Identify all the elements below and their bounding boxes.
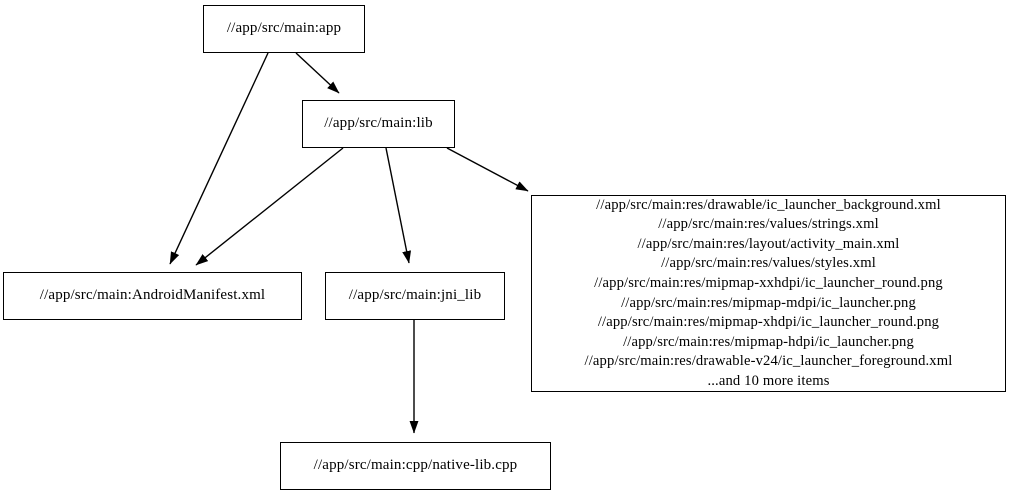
- node-jni-lib[interactable]: //app/src/main:jni_lib: [325, 272, 505, 320]
- node-resources-label: //app/src/main:res/drawable/ic_launcher_…: [584, 196, 953, 389]
- node-androidmanifest[interactable]: //app/src/main:AndroidManifest.xml: [3, 272, 302, 320]
- node-jni-lib-label: //app/src/main:jni_lib: [348, 287, 482, 304]
- node-androidmanifest-label: //app/src/main:AndroidManifest.xml: [39, 287, 266, 304]
- edge-lib-to-resources: [446, 147, 529, 192]
- node-app-label: //app/src/main:app: [226, 20, 342, 37]
- node-lib-label: //app/src/main:lib: [324, 115, 433, 132]
- edge-app-to-androidmanifest: [169, 52, 269, 265]
- edge-app-to-lib: [295, 52, 340, 94]
- node-native-lib-cpp-label: //app/src/main:cpp/native-lib.cpp: [313, 457, 518, 474]
- edge-lib-to-androidmanifest: [195, 147, 344, 266]
- edge-lib-to-jni-lib: [385, 147, 412, 264]
- node-native-lib-cpp[interactable]: //app/src/main:cpp/native-lib.cpp: [280, 442, 551, 490]
- node-app[interactable]: //app/src/main:app: [203, 5, 365, 53]
- node-lib[interactable]: //app/src/main:lib: [302, 100, 455, 148]
- node-resources[interactable]: //app/src/main:res/drawable/ic_launcher_…: [531, 195, 1006, 392]
